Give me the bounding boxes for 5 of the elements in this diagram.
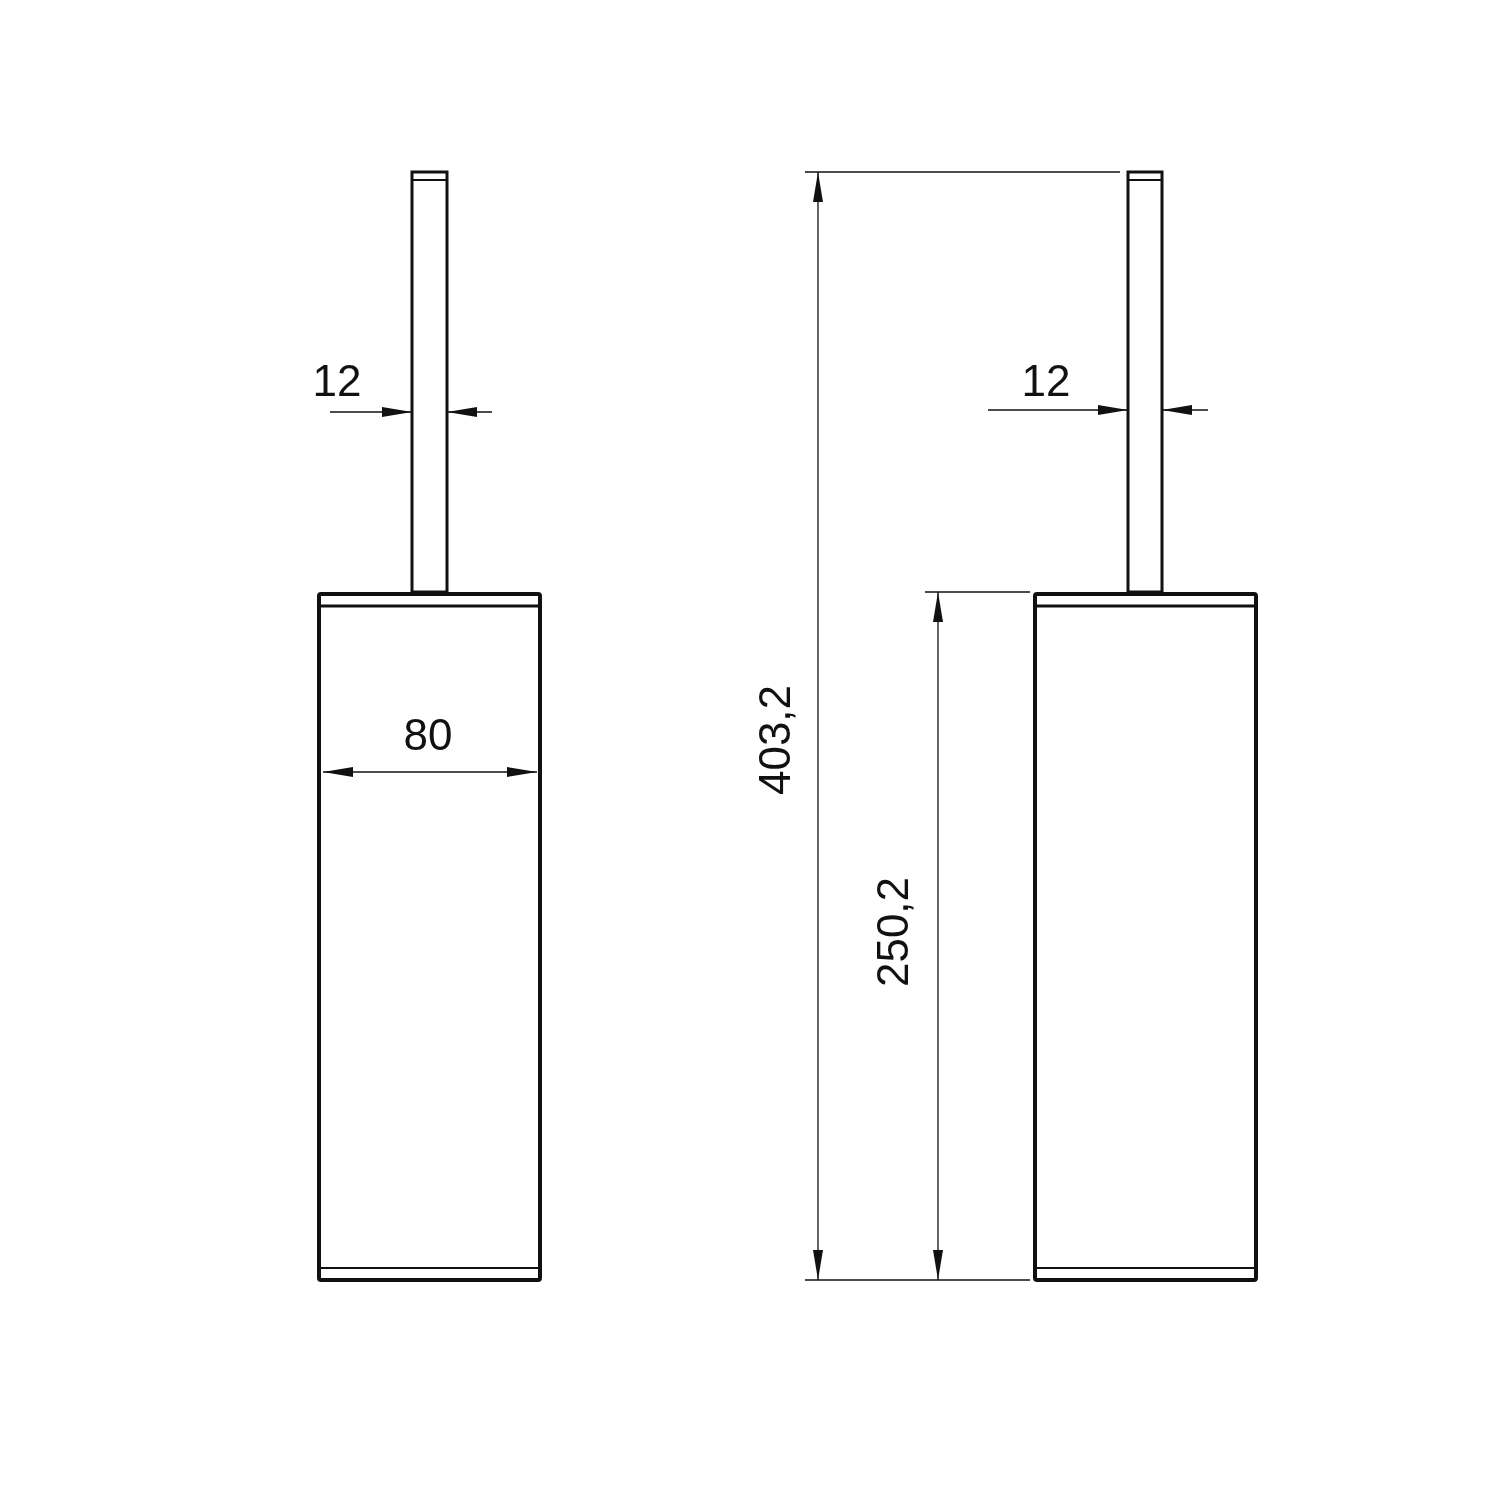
dimension-label: 12: [1021, 359, 1071, 403]
dimension-label: 80: [403, 713, 453, 757]
dimension-label: 250,2: [871, 876, 916, 988]
dimension-label: 12: [312, 359, 362, 403]
dimension-label: 403,2: [753, 684, 798, 796]
